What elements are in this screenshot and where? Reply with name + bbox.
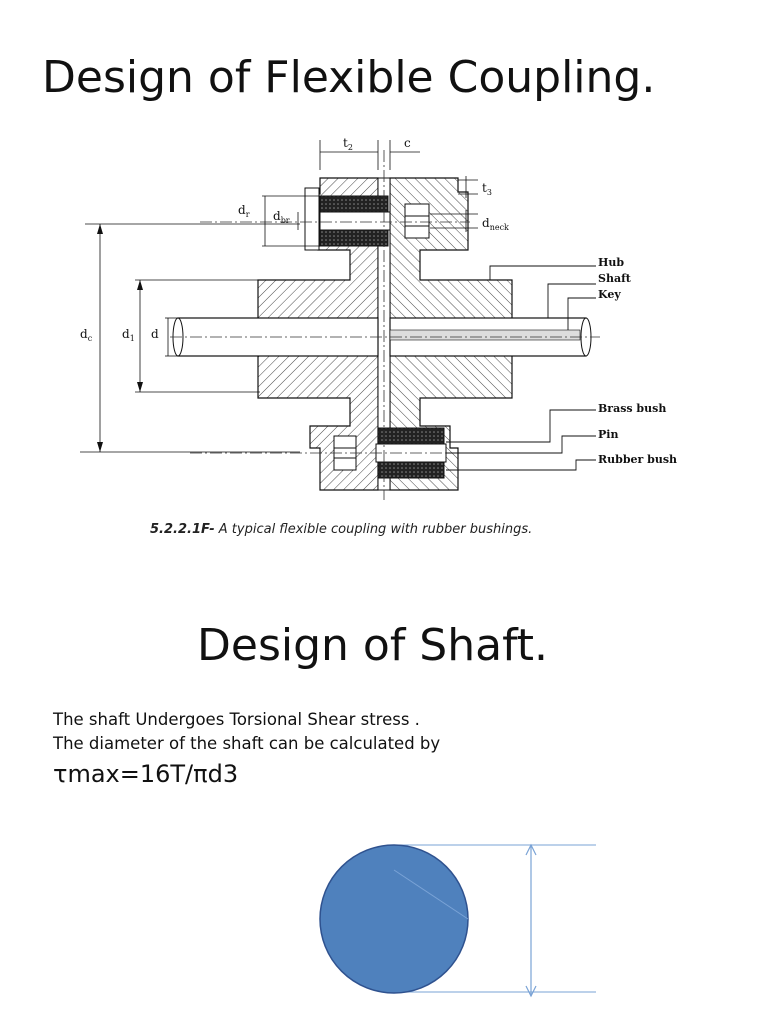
label-dbr: dbr xyxy=(273,209,290,225)
label-dneck: dneck xyxy=(482,216,509,232)
label-dr: dr xyxy=(238,203,250,219)
text-line-2: The diameter of the shaft can be calcula… xyxy=(53,734,441,753)
shaft-circle xyxy=(319,844,469,994)
torsion-formula: τmax=16T/πd3 xyxy=(53,760,239,788)
text-line-1: The shaft Undergoes Torsional Shear stre… xyxy=(53,710,420,729)
label-t2: t2 xyxy=(343,136,353,152)
radius-line xyxy=(393,869,469,920)
label-t3: t3 xyxy=(482,181,492,197)
caption-text: A typical flexible coupling with rubber … xyxy=(214,522,533,537)
label-shaft: Shaft xyxy=(598,272,632,285)
label-hub: Hub xyxy=(598,256,624,269)
bottom-rubber-bush xyxy=(377,427,445,445)
top-rubber-bush xyxy=(319,195,389,213)
shaft-cross-section xyxy=(319,843,596,998)
figure-caption: 5.2.2.1F- A typical flexible coupling wi… xyxy=(150,522,532,537)
arrow-up-icon xyxy=(525,843,537,856)
coupling-diagram: dc d1 d dr dbr t2 c t3 dneck Hub Shaft K… xyxy=(80,136,677,500)
label-rubber-bush: Rubber bush xyxy=(598,453,677,466)
label-d1: d1 xyxy=(122,327,135,343)
section-title: Design of Shaft. xyxy=(197,620,549,671)
label-key: Key xyxy=(598,288,621,301)
slide-title: Design of Flexible Coupling. xyxy=(42,52,656,103)
label-brass-bush: Brass bush xyxy=(598,402,666,415)
caption-number: 5.2.2.1F- xyxy=(150,522,215,537)
label-d: d xyxy=(151,327,159,341)
label-pin: Pin xyxy=(598,428,618,441)
label-c: c xyxy=(404,136,411,150)
arrow-down-icon xyxy=(525,985,537,998)
label-dc: dc xyxy=(80,327,93,343)
